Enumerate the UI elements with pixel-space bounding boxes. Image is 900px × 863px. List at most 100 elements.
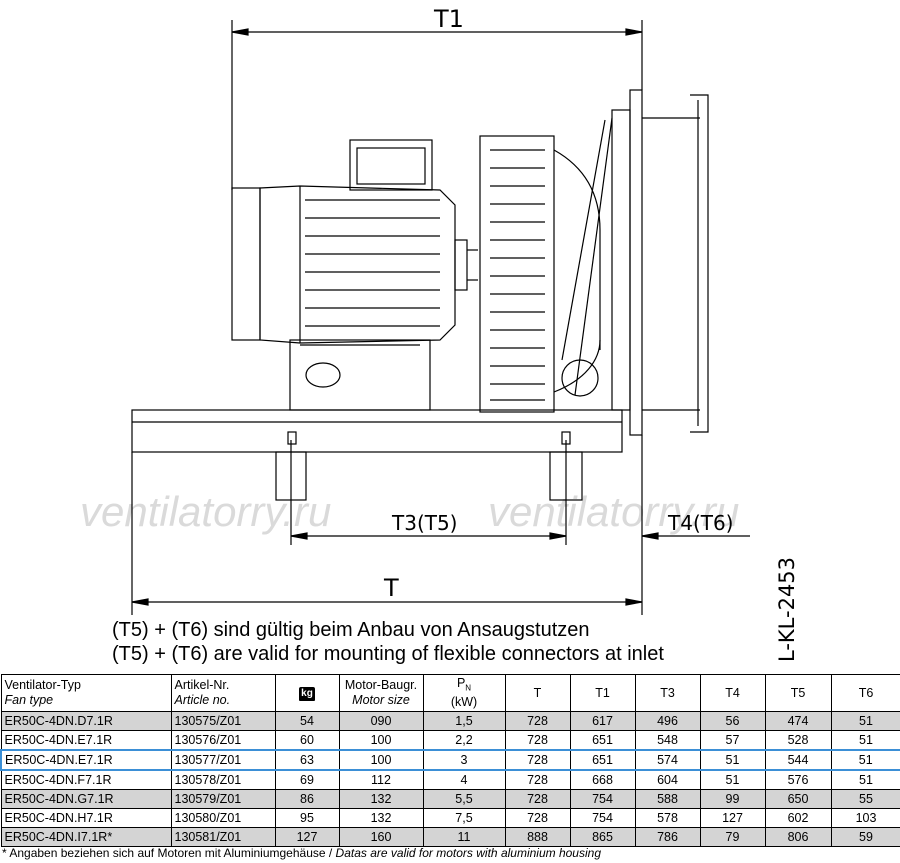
cell-article: 130578/Z01	[170, 769, 276, 790]
header-t5: T5	[764, 674, 832, 712]
cell-t3: 786	[634, 827, 701, 847]
cell-t3: 588	[634, 789, 701, 809]
cell-pn: 11	[422, 827, 506, 847]
cell-t3: 574	[634, 749, 701, 771]
cell-t: 728	[504, 749, 571, 771]
cell-motor: 090	[338, 711, 424, 731]
header-t6: T6	[830, 674, 900, 712]
cell-motor: 112	[338, 769, 424, 790]
cell-article: 130581/Z01	[170, 827, 276, 847]
cell-type: ER50C-4DN.D7.1R	[0, 711, 172, 731]
cell-type: ER50C-4DN.E7.1R	[0, 749, 172, 771]
cell-t4: 79	[699, 827, 766, 847]
cell-t5: 544	[764, 749, 832, 771]
cell-t: 888	[504, 827, 571, 847]
cell-weight: 86	[274, 789, 340, 809]
cell-t1: 754	[569, 808, 636, 828]
cell-t6: 51	[830, 769, 900, 790]
cell-t3: 496	[634, 711, 701, 731]
weight-kg-icon: kg	[299, 687, 315, 701]
cell-weight: 63	[274, 749, 340, 771]
cell-article: 130577/Z01	[170, 749, 276, 771]
cell-t1: 754	[569, 789, 636, 809]
dim-t3-t5-label: T3(T5)	[391, 511, 458, 535]
cell-t3: 604	[634, 769, 701, 790]
cell-pn: 3	[422, 749, 506, 771]
dim-t4-t6-label: T4(T6)	[667, 511, 734, 535]
header-t: T	[504, 674, 571, 712]
cell-pn: 2,2	[422, 730, 506, 751]
cell-t1: 617	[569, 711, 636, 731]
cell-t5: 576	[764, 769, 832, 790]
cell-motor: 132	[338, 808, 424, 828]
cell-t6: 55	[830, 789, 900, 809]
cell-type: ER50C-4DN.I7.1R*	[0, 827, 172, 847]
dim-t-label: T	[383, 574, 399, 602]
header-article: Artikel-Nr.Article no.	[170, 674, 276, 712]
cell-t: 728	[504, 808, 571, 828]
cell-t4: 51	[699, 749, 766, 771]
cell-pn: 1,5	[422, 711, 506, 731]
cell-weight: 127	[274, 827, 340, 847]
drawing-code: L-KL-2453	[775, 557, 799, 662]
cell-t4: 51	[699, 769, 766, 790]
cell-type: ER50C-4DN.G7.1R	[0, 789, 172, 809]
cell-t1: 651	[569, 749, 636, 771]
cell-t: 728	[504, 789, 571, 809]
cell-t5: 650	[764, 789, 832, 809]
cell-motor: 160	[338, 827, 424, 847]
cell-pn: 7,5	[422, 808, 506, 828]
cell-t6: 59	[830, 827, 900, 847]
watermark-right: ventilatorry.ru	[488, 488, 739, 535]
cell-t6: 51	[830, 730, 900, 751]
cell-t1: 651	[569, 730, 636, 751]
cell-t5: 806	[764, 827, 832, 847]
cell-weight: 95	[274, 808, 340, 828]
cell-pn: 5,5	[422, 789, 506, 809]
cell-t4: 127	[699, 808, 766, 828]
cell-t3: 548	[634, 730, 701, 751]
cell-t4: 56	[699, 711, 766, 731]
cell-article: 130575/Z01	[170, 711, 276, 731]
header-power: PN(kW)	[422, 674, 506, 712]
cell-article: 130580/Z01	[170, 808, 276, 828]
cell-weight: 69	[274, 769, 340, 790]
note-german: (T5) + (T6) sind gültig beim Anbau von A…	[112, 619, 590, 641]
cell-t1: 668	[569, 769, 636, 790]
header-t3: T3	[634, 674, 701, 712]
cell-t6: 51	[830, 711, 900, 731]
cell-t4: 57	[699, 730, 766, 751]
cell-t5: 602	[764, 808, 832, 828]
cell-t5: 474	[764, 711, 832, 731]
cell-motor: 100	[338, 749, 424, 771]
cell-t: 728	[504, 769, 571, 790]
dim-t1-label: T1	[433, 5, 464, 33]
fan-motor-assembly-drawing: ventilatorry.ru ventilatorry.ru T1	[80, 5, 799, 662]
cell-weight: 54	[274, 711, 340, 731]
cell-t3: 578	[634, 808, 701, 828]
header-t1: T1	[569, 674, 636, 712]
cell-pn: 4	[422, 769, 506, 790]
cell-motor: 132	[338, 789, 424, 809]
watermark-left: ventilatorry.ru	[80, 488, 331, 535]
cell-article: 130579/Z01	[170, 789, 276, 809]
cell-article: 130576/Z01	[170, 730, 276, 751]
cell-type: ER50C-4DN.H7.1R	[0, 808, 172, 828]
header-t4: T4	[699, 674, 766, 712]
cell-t1: 865	[569, 827, 636, 847]
cell-type: ER50C-4DN.E7.1R	[0, 730, 172, 751]
footnote: * Angaben beziehen sich auf Motoren mit …	[2, 846, 601, 860]
header-motor-size: Motor-Baugr.Motor size	[338, 674, 424, 712]
cell-t6: 103	[830, 808, 900, 828]
cell-t4: 99	[699, 789, 766, 809]
cell-type: ER50C-4DN.F7.1R	[0, 769, 172, 790]
cell-motor: 100	[338, 730, 424, 751]
